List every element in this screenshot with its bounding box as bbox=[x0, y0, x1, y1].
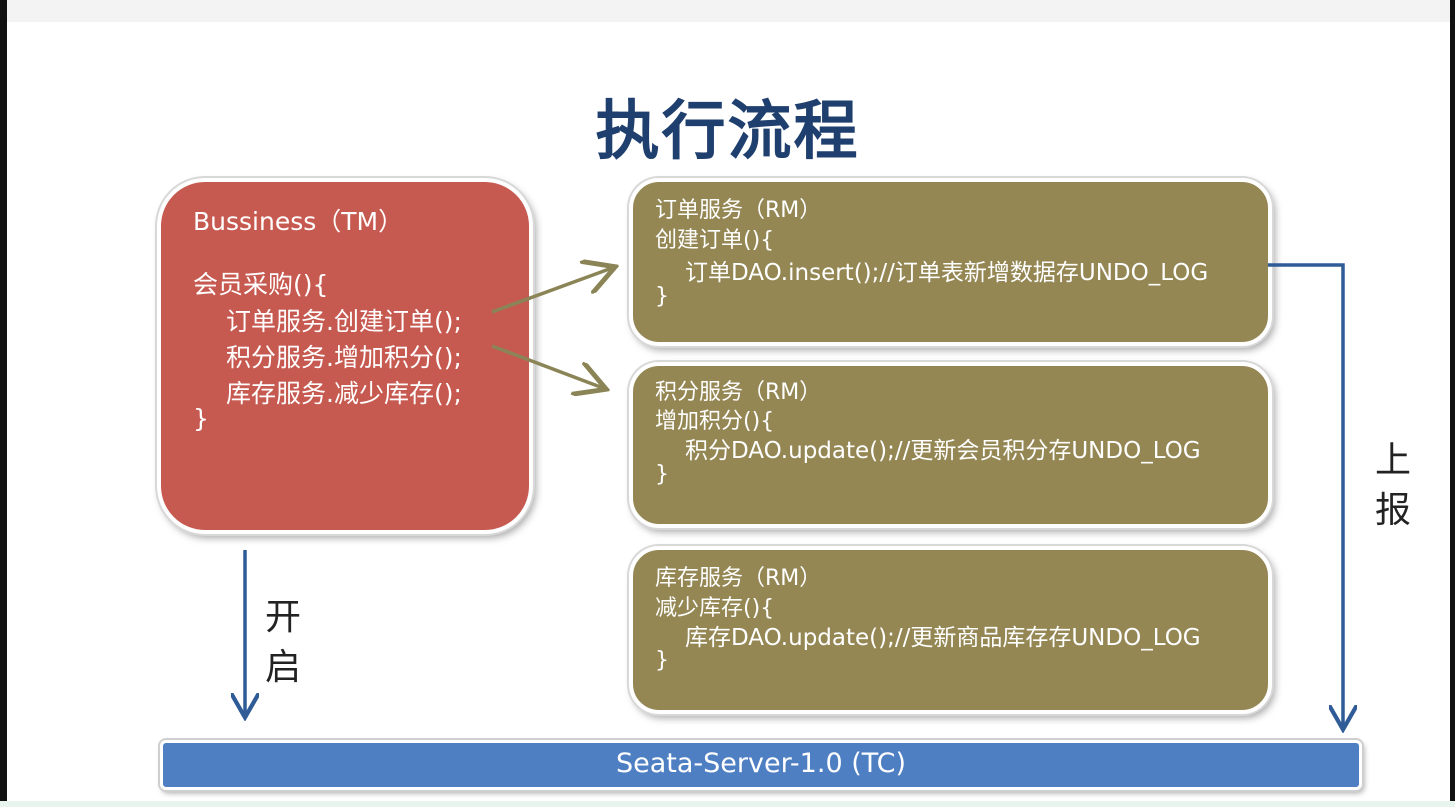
tm-call-order: 订单服务.创建订单(); bbox=[226, 307, 462, 336]
tc-server-bar: Seata-Server-1.0 (TC) bbox=[160, 740, 1362, 790]
rm-method: 减少库存(){ bbox=[655, 596, 775, 621]
call-arrow-order bbox=[491, 268, 612, 314]
rm-box-order: 订单服务（RM） 创建订单(){ 订单DAO.insert();//订单表新增数… bbox=[629, 178, 1272, 346]
open-label: 开 启 bbox=[263, 593, 303, 693]
rm-box-points: 积分服务（RM） 增加积分(){ 积分DAO.update();//更新会员积分… bbox=[629, 362, 1272, 528]
report-label: 上 报 bbox=[1373, 436, 1413, 536]
rm-body: 订单DAO.insert();//订单表新增数据存UNDO_LOG bbox=[685, 260, 1209, 286]
rm-method: 创建订单(){ bbox=[655, 228, 775, 253]
call-arrow-points bbox=[491, 344, 603, 388]
rm-box-stock: 库存服务（RM） 减少库存(){ 库存DAO.update();//更新商品库存… bbox=[629, 546, 1272, 714]
left-edge bbox=[0, 0, 7, 807]
right-edge bbox=[1450, 0, 1455, 807]
report-label-char: 报 bbox=[1374, 490, 1411, 531]
rm-close: } bbox=[655, 648, 669, 673]
slide-title: 执行流程 bbox=[595, 95, 860, 169]
rm-body: 积分DAO.update();//更新会员积分存UNDO_LOG bbox=[685, 438, 1201, 464]
report-label-char: 上 bbox=[1374, 440, 1411, 481]
tm-call-stock: 库存服务.减少库存(); bbox=[226, 379, 462, 408]
open-label-char: 开 bbox=[264, 597, 301, 638]
rm-header: 积分服务（RM） bbox=[655, 380, 822, 405]
rm-header: 库存服务（RM） bbox=[655, 566, 822, 591]
tm-box: Bussiness（TM） 会员采购(){ 订单服务.创建订单(); 积分服务.… bbox=[157, 178, 533, 534]
tm-header: Bussiness（TM） bbox=[193, 207, 404, 236]
rm-close: } bbox=[655, 284, 669, 309]
top-strip bbox=[0, 0, 1455, 22]
rm-header: 订单服务（RM） bbox=[655, 198, 822, 223]
rm-close: } bbox=[655, 462, 669, 487]
bottom-strip bbox=[0, 801, 1455, 807]
open-label-char: 启 bbox=[264, 647, 301, 688]
rm-method: 增加积分(){ bbox=[655, 409, 775, 434]
rm-body: 库存DAO.update();//更新商品库存存UNDO_LOG bbox=[685, 625, 1201, 651]
tm-method: 会员采购(){ bbox=[193, 270, 329, 299]
tm-call-points: 积分服务.增加积分(); bbox=[226, 343, 462, 372]
tm-close: } bbox=[193, 404, 209, 433]
report-arrow bbox=[1268, 263, 1343, 726]
